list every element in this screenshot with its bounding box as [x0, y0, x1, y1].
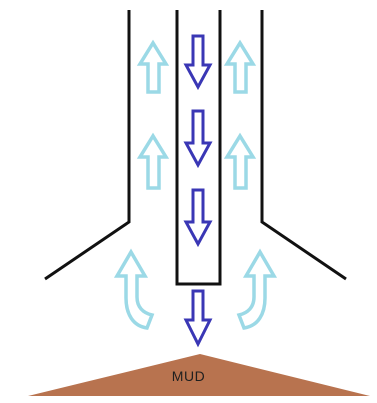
casing-wall-left: [44, 10, 131, 281]
arrow-down-icon: [183, 109, 213, 169]
arrow-up-icon: [223, 132, 257, 190]
curved-arrow-up-icon: [236, 248, 278, 330]
curved-arrow-up-icon: [113, 248, 155, 330]
casing-wall-right: [260, 10, 347, 281]
mud-mound: [28, 354, 370, 396]
arrow-up-icon: [136, 132, 170, 190]
mud-label: MUD: [171, 368, 206, 384]
drill-pipe: [175, 10, 222, 286]
arrow-down-icon: [183, 289, 213, 348]
arrow-up-icon: [136, 39, 170, 94]
arrow-down-icon: [183, 34, 213, 91]
arrow-up-icon: [223, 39, 257, 94]
arrow-down-icon: [183, 188, 213, 248]
